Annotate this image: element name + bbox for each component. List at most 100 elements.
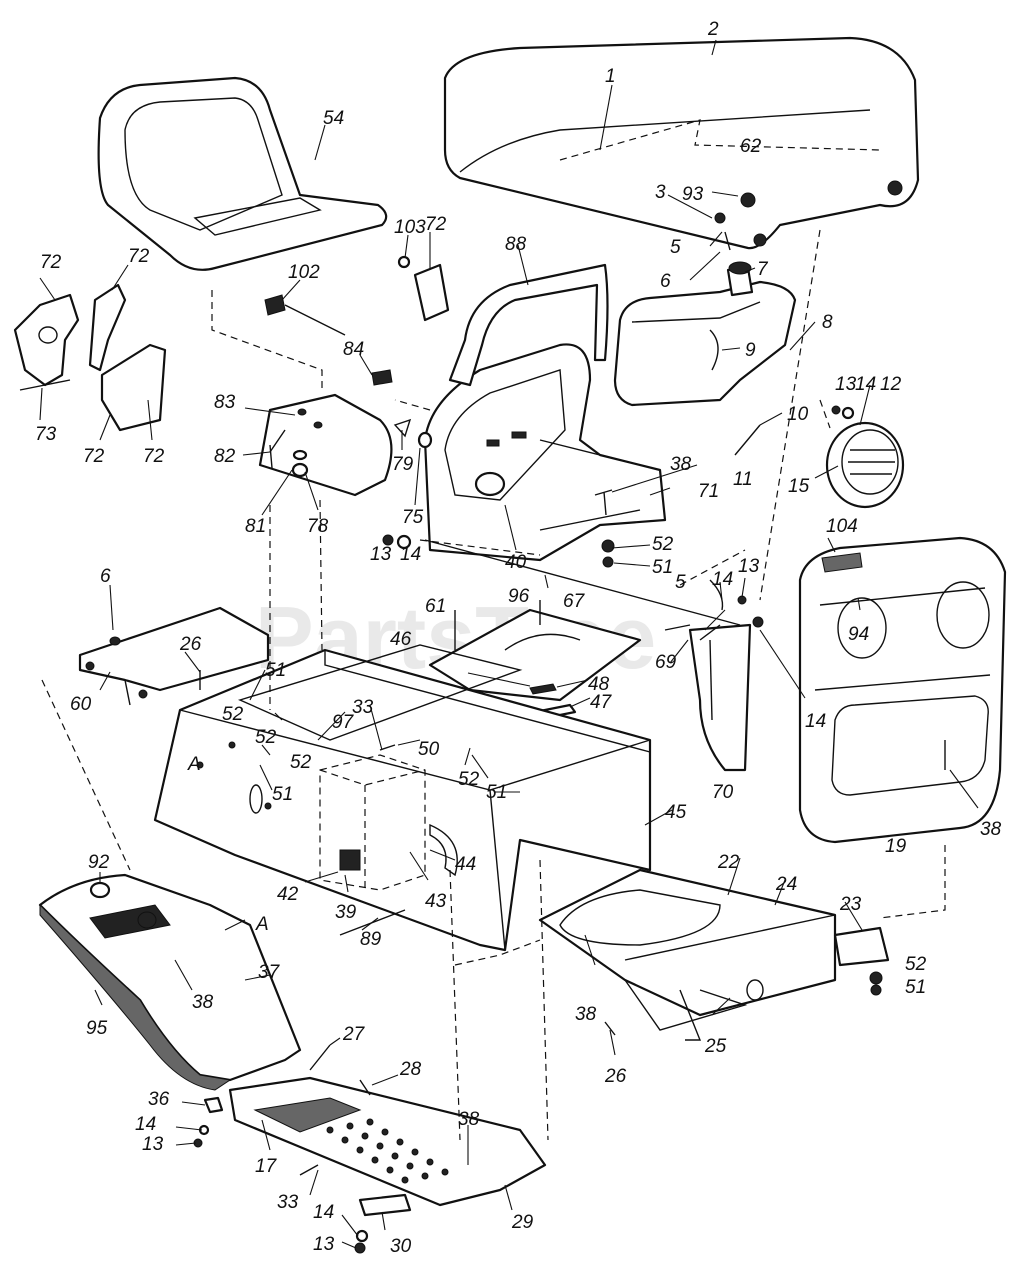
callout-83: 83 xyxy=(214,392,236,413)
callout-97: 97 xyxy=(332,712,355,733)
callout-82: 82 xyxy=(214,446,236,467)
callout-38d: 38 xyxy=(192,992,214,1013)
callout-7: 7 xyxy=(757,259,769,280)
callout-79: 79 xyxy=(392,454,414,475)
callout-42: 42 xyxy=(277,884,299,905)
main-frame-part xyxy=(153,644,652,952)
callout-28: 28 xyxy=(399,1059,422,1080)
callout-26b: 26 xyxy=(604,1066,627,1087)
callout-51a: 51 xyxy=(652,557,673,578)
callout-36: 36 xyxy=(148,1089,170,1110)
callout-40: 40 xyxy=(505,552,527,573)
callout-13c: 13 xyxy=(738,556,760,577)
battery-part xyxy=(319,754,426,891)
callout-1: 1 xyxy=(605,66,616,87)
callout-50: 50 xyxy=(418,739,440,760)
callout-9: 9 xyxy=(745,340,756,361)
callout-38a: 38 xyxy=(670,454,692,475)
callout-95: 95 xyxy=(86,1018,108,1039)
callout-70: 70 xyxy=(712,782,734,803)
callout-13b: 13 xyxy=(370,544,392,565)
callout-73: 73 xyxy=(35,424,57,445)
callout-104: 104 xyxy=(826,516,858,537)
callout-48: 48 xyxy=(588,674,610,695)
callout-84: 84 xyxy=(343,339,364,360)
callout-19: 19 xyxy=(885,836,907,857)
callout-14d: 14 xyxy=(805,711,826,732)
callout-6a: 6 xyxy=(660,271,671,292)
callout-54: 54 xyxy=(323,108,344,129)
foot-plate-part xyxy=(228,1076,547,1217)
callout-3: 3 xyxy=(655,182,666,203)
callout-75: 75 xyxy=(402,507,424,528)
callout-A-a: A xyxy=(187,754,201,775)
callout-10: 10 xyxy=(787,404,809,425)
callout-A-b: A xyxy=(255,914,269,935)
callout-43: 43 xyxy=(425,891,447,912)
callout-45: 45 xyxy=(665,802,687,823)
callout-52f: 52 xyxy=(905,954,927,975)
callout-labels: 2 1 54 62 3 93 5 6 7 8 9 10 11 13 14 12 … xyxy=(35,19,1002,1257)
callout-14a: 14 xyxy=(855,374,876,395)
callout-24: 24 xyxy=(775,874,797,895)
callout-72c: 72 xyxy=(128,246,150,267)
callout-96: 96 xyxy=(508,586,530,607)
callout-72a: 72 xyxy=(425,214,447,235)
callout-69: 69 xyxy=(655,652,677,673)
callout-51d: 51 xyxy=(486,782,507,803)
callout-33a: 33 xyxy=(352,697,374,718)
callout-14c: 14 xyxy=(712,569,733,590)
callout-2: 2 xyxy=(707,19,719,40)
callout-14e: 14 xyxy=(135,1114,156,1135)
leader-lines xyxy=(39,39,979,1249)
callout-38c: 38 xyxy=(575,1004,597,1025)
callout-15: 15 xyxy=(788,476,810,497)
callout-5b: 5 xyxy=(675,572,686,593)
callout-12: 12 xyxy=(880,374,902,395)
callout-52e: 52 xyxy=(458,769,480,790)
callout-17: 17 xyxy=(255,1156,278,1177)
callout-37: 37 xyxy=(258,962,281,983)
callout-11: 11 xyxy=(733,469,753,490)
seat-bracket-part xyxy=(258,393,393,497)
callout-5a: 5 xyxy=(670,237,681,258)
callout-14f: 14 xyxy=(313,1202,334,1223)
callout-51e: 51 xyxy=(905,977,926,998)
callout-8: 8 xyxy=(822,312,833,333)
callout-61: 61 xyxy=(425,596,446,617)
callout-14b: 14 xyxy=(400,544,421,565)
callout-29: 29 xyxy=(511,1212,534,1233)
callout-23: 23 xyxy=(839,894,862,915)
callout-52b: 52 xyxy=(222,704,244,725)
callout-44: 44 xyxy=(455,854,476,875)
callout-13e: 13 xyxy=(313,1234,335,1255)
callout-33b: 33 xyxy=(277,1192,299,1213)
fender-part xyxy=(38,873,302,1091)
callout-38b: 38 xyxy=(980,819,1002,840)
callout-62: 62 xyxy=(740,136,762,157)
callout-51c: 51 xyxy=(272,784,293,805)
callout-6b: 6 xyxy=(100,566,111,587)
callout-51b: 51 xyxy=(265,660,286,681)
callout-52d: 52 xyxy=(290,752,312,773)
callout-72b: 72 xyxy=(40,252,62,273)
hood-part xyxy=(443,36,920,250)
callout-67: 67 xyxy=(563,591,586,612)
callout-52c: 52 xyxy=(255,727,277,748)
seat-part xyxy=(97,76,388,271)
callout-13a: 13 xyxy=(835,374,857,395)
fuel-tank-part xyxy=(613,261,797,407)
callout-103: 103 xyxy=(394,217,426,238)
callout-13d: 13 xyxy=(142,1134,164,1155)
callout-78: 78 xyxy=(307,516,329,537)
assembly-lines xyxy=(41,229,946,1141)
rear-chassis-part xyxy=(538,868,837,1041)
callout-26a: 26 xyxy=(179,634,202,655)
callout-94: 94 xyxy=(848,624,869,645)
callout-89: 89 xyxy=(360,929,382,950)
callout-93: 93 xyxy=(682,184,704,205)
side-panel-part xyxy=(688,623,752,772)
callout-47: 47 xyxy=(590,692,613,713)
callout-46: 46 xyxy=(390,629,412,650)
